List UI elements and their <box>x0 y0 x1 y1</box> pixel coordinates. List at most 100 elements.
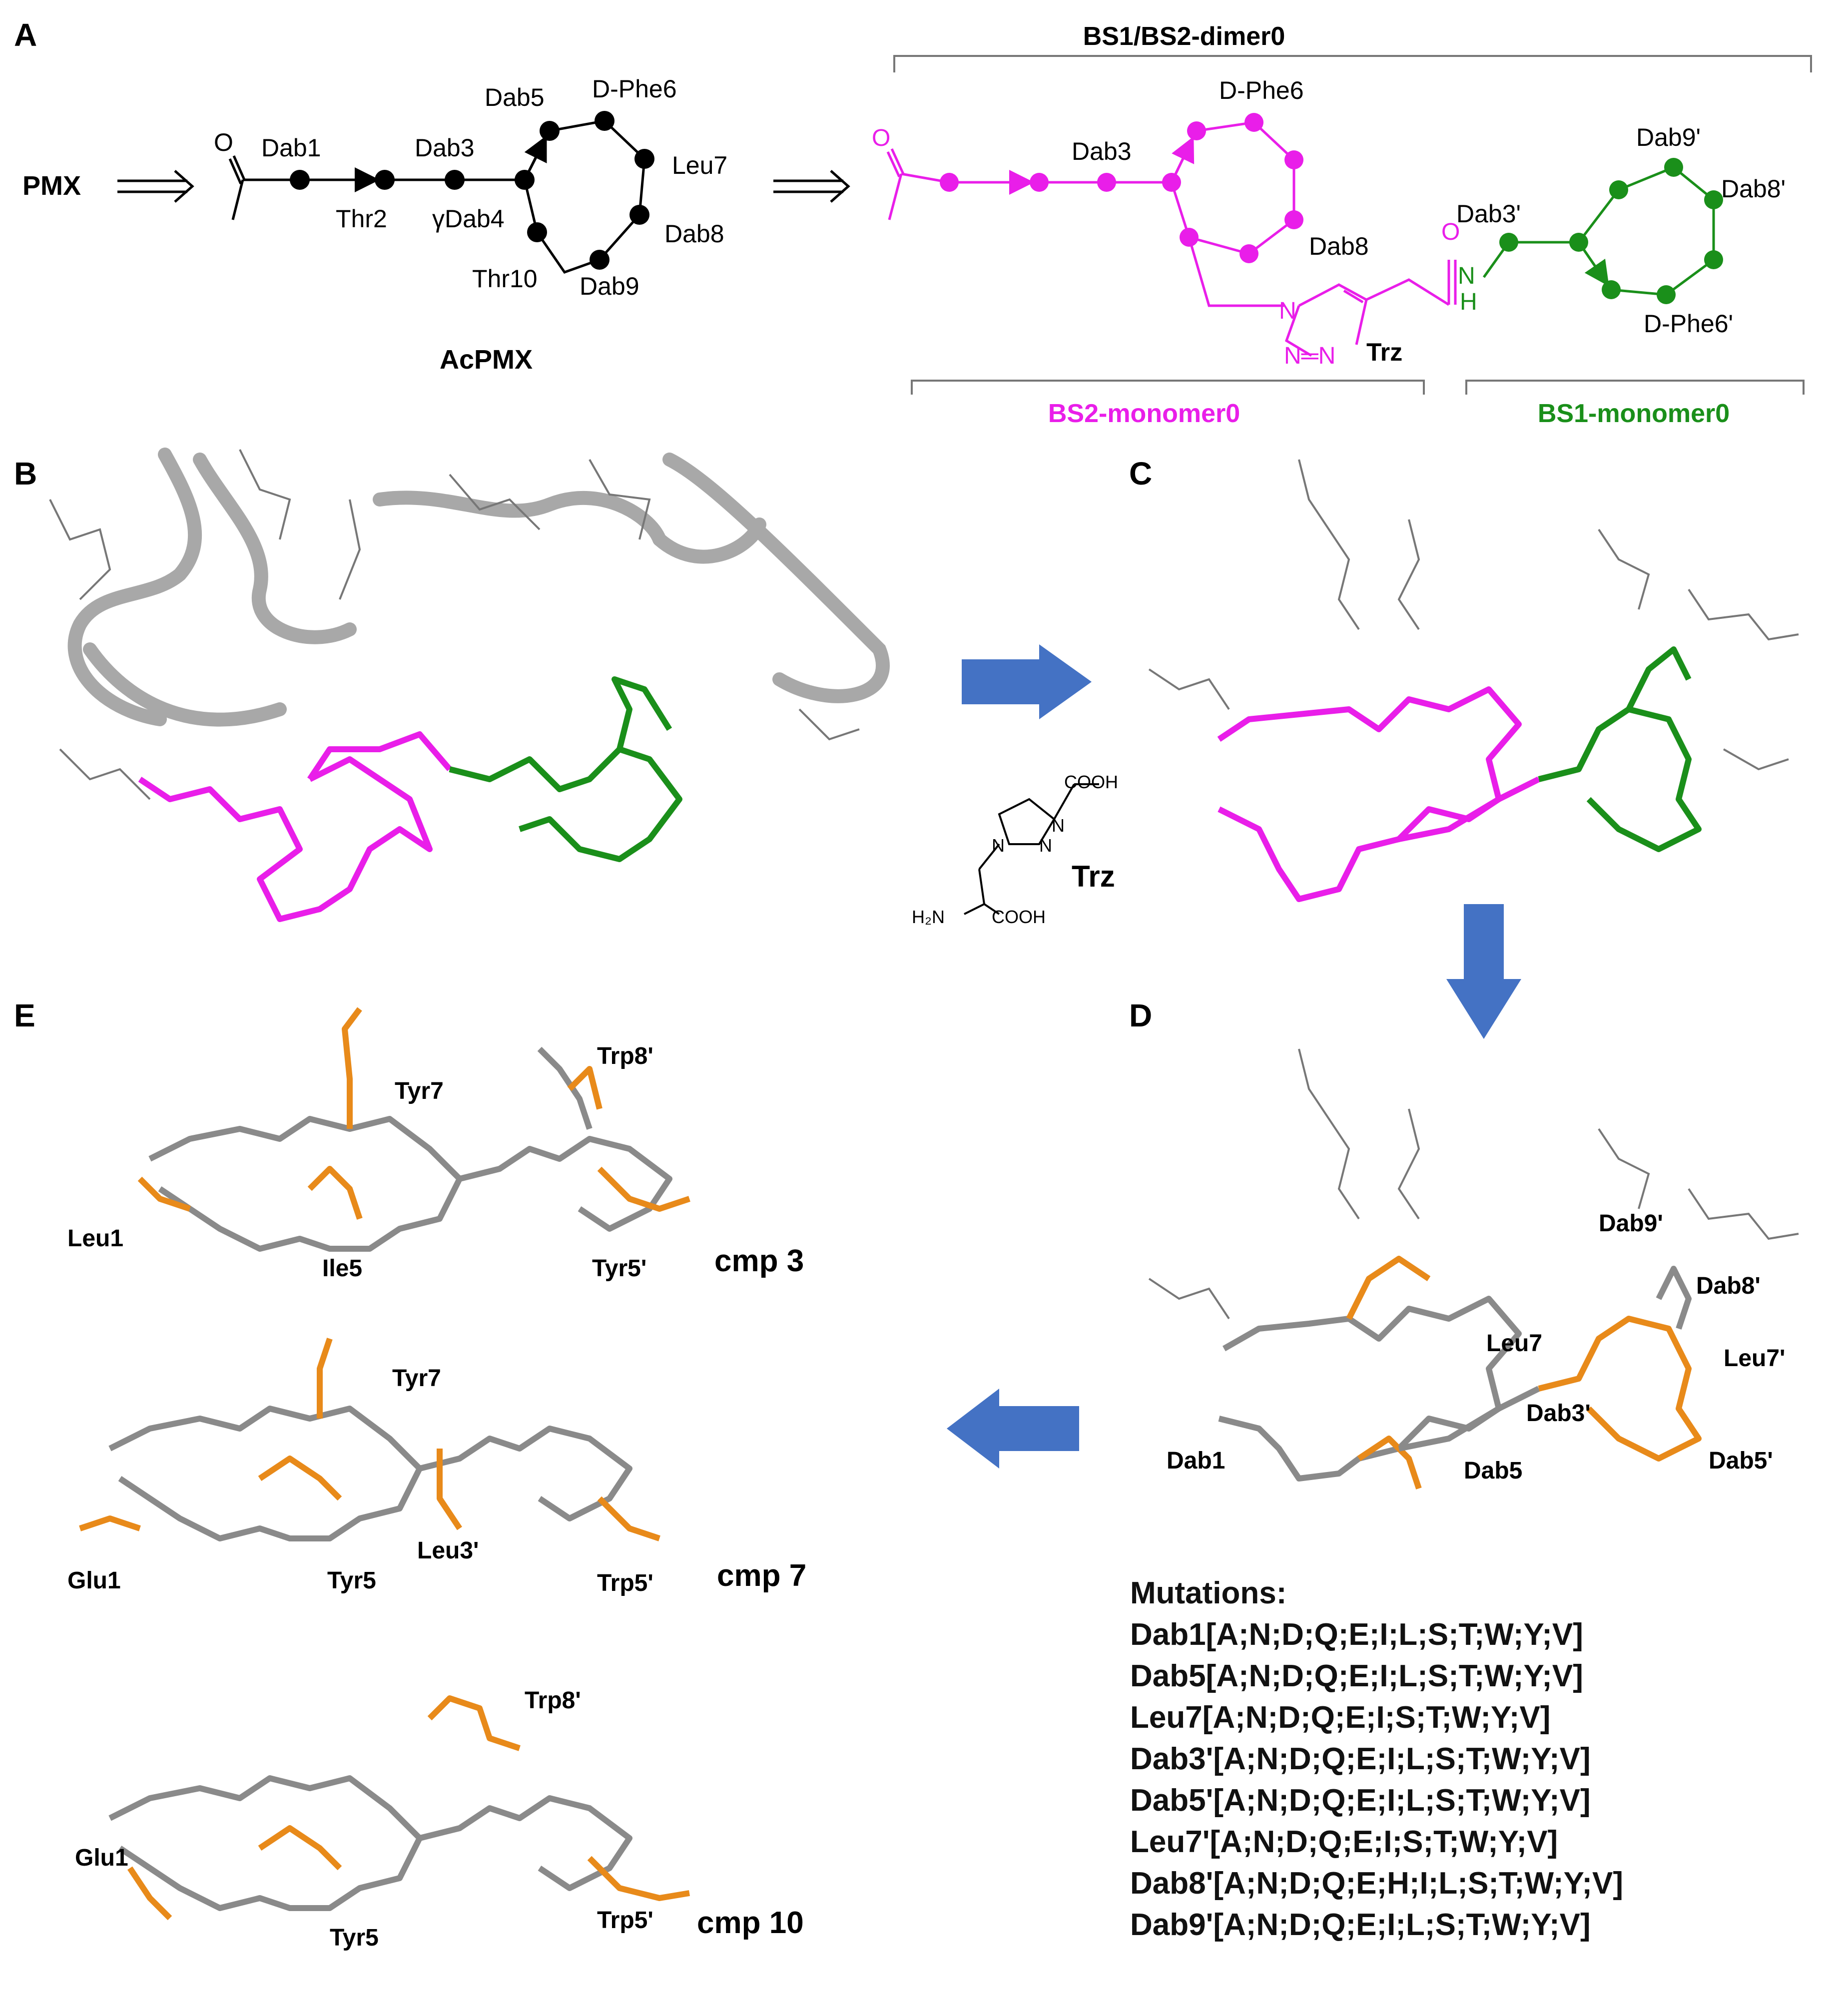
d-label-leu7p: Leu7' <box>1724 1345 1785 1372</box>
cmp7-name: cmp 7 <box>717 1558 806 1593</box>
d-label-dab5: Dab5 <box>1464 1458 1522 1484</box>
dab5-label: Dab5 <box>485 83 545 111</box>
d-label-dab9p: Dab9' <box>1599 1210 1663 1237</box>
amide-o: O <box>1441 219 1460 245</box>
cmp3-trp8p: Trp8' <box>597 1043 653 1069</box>
cmp3-sticks <box>137 1007 690 1252</box>
dphe6-label: D-Phe6 <box>592 75 677 103</box>
trz-cooh-2: COOH <box>992 907 1046 927</box>
amide-h: H <box>1460 289 1477 315</box>
trz-structure-label: Trz <box>1072 860 1115 893</box>
cmp10-trp5p: Trp5' <box>597 1907 653 1934</box>
d-label-dab8p: Dab8' <box>1696 1273 1761 1299</box>
cmp7-leu3p: Leu3' <box>417 1537 479 1564</box>
mutation-line: Leu7'[A;N;D;Q;E;I;S;T;W;Y;V] <box>1130 1825 1558 1859</box>
implies-arrow-2 <box>773 170 850 203</box>
dphe6p-label: D-Phe6' <box>1644 310 1733 338</box>
mutation-line: Dab5'[A;N;D;Q;E;I;L;S;T;W;Y;V] <box>1130 1783 1591 1818</box>
carbonyl-o-label: O <box>214 128 233 156</box>
dab3-right-label: Dab3 <box>1072 137 1132 165</box>
dab3-label: Dab3 <box>415 134 475 162</box>
panel-label-d: D <box>1129 997 1152 1033</box>
d-label-dab1: Dab1 <box>1167 1448 1225 1474</box>
mutations-list: Mutations: Dab1[A;N;D;Q;E;I;L;S;T;W;Y;V]… <box>1130 1572 1623 1946</box>
acpmx-nodes <box>290 111 654 270</box>
cmp3-ile5: Ile5 <box>322 1255 362 1282</box>
cmp10-tyr5: Tyr5 <box>330 1925 379 1951</box>
panel-label-c: C <box>1129 456 1152 492</box>
dimer-bracket <box>893 55 1812 72</box>
panel-label-e: E <box>14 997 35 1033</box>
dab3p-label: Dab3' <box>1456 200 1521 228</box>
protein-ribbon <box>67 448 890 727</box>
mutation-line: Dab3'[A;N;D;Q;E;I;L;S;T;W;Y;V] <box>1130 1742 1591 1776</box>
bs2-nodes <box>940 113 1303 263</box>
d-label-dab3p: Dab3' <box>1526 1400 1591 1427</box>
trz-n-3: N <box>1052 815 1065 836</box>
cmp7-glu1: Glu1 <box>67 1567 121 1594</box>
binding-site-sticks-b <box>138 676 682 922</box>
mutation-line: Dab9'[A;N;D;Q;E;I;L;S;T;W;Y;V] <box>1130 1908 1591 1942</box>
mutation-line: Leu7[A;N;D;Q;E;I;S;T;W;Y;V] <box>1130 1700 1551 1735</box>
mutation-line: Dab5[A;N;D;Q;E;I;L;S;T;W;Y;V] <box>1130 1659 1583 1693</box>
amide-n: N <box>1458 263 1475 289</box>
cmp3-leu1: Leu1 <box>67 1225 123 1252</box>
trz-n-1: N <box>992 835 1005 856</box>
bs2-bracket <box>911 380 1425 395</box>
bs1-nodes <box>1499 158 1723 304</box>
dab9p-label: Dab9' <box>1636 123 1701 151</box>
side-chain-lines-d <box>1148 1048 1799 1320</box>
implies-arrow-1 <box>117 170 194 203</box>
cmp3-tyr7: Tyr7 <box>395 1078 444 1104</box>
trz-label: Trz <box>1366 338 1402 366</box>
dab9-label: Dab9 <box>580 272 639 300</box>
triazole-n1: N <box>1279 298 1296 324</box>
side-chain-lines-b <box>49 449 860 800</box>
side-chain-lines-c <box>1148 459 1799 771</box>
bs1-bracket <box>1465 380 1805 395</box>
cmp7-trp5p: Trp5' <box>597 1570 653 1596</box>
cmp7-sticks <box>79 1338 660 1541</box>
gdab4-label: γDab4 <box>432 205 505 233</box>
flow-arrow-c-to-d <box>1446 904 1521 1039</box>
acetyl-o: O <box>872 125 890 151</box>
dimer-title: BS1/BS2-dimer0 <box>1083 22 1285 51</box>
trz-structure <box>964 783 1099 915</box>
triazole-ring <box>1284 260 1457 357</box>
trz-n-2: N <box>1039 835 1052 856</box>
cmp10-trp8p: Trp8' <box>525 1687 581 1714</box>
flow-arrow-d-to-e <box>947 1389 1079 1469</box>
mutation-line: Dab8'[A;N;D;Q;E;H;I;L;S;T;W;Y;V] <box>1130 1866 1624 1901</box>
bs1-label: BS1-monomer0 <box>1538 399 1730 428</box>
acpmx-label: AcPMX <box>440 345 533 375</box>
binding-site-sticks-d <box>1218 1256 1702 1490</box>
cmp10-glu1: Glu1 <box>75 1845 128 1871</box>
cmp7-tyr7: Tyr7 <box>392 1365 441 1392</box>
triazole-n2: N═N <box>1284 343 1335 369</box>
leu7-label: Leu7 <box>672 151 727 179</box>
cmp10-sticks <box>108 1695 690 1921</box>
dab8-label: Dab8 <box>664 220 724 248</box>
dphe6-right-label: D-Phe6 <box>1219 76 1304 104</box>
panel-label-a: A <box>14 17 37 53</box>
d-label-leu7: Leu7 <box>1486 1330 1542 1357</box>
trz-h2n: H₂N <box>912 907 945 927</box>
d-label-dab5p: Dab5' <box>1709 1448 1773 1474</box>
dab8-right-label: Dab8 <box>1309 232 1369 260</box>
pmx-label: PMX <box>22 171 81 201</box>
mutation-line: Dab1[A;N;D;Q;E;I;L;S;T;W;Y;V] <box>1130 1617 1583 1652</box>
flow-arrow-b-to-c <box>962 644 1092 719</box>
binding-site-sticks-c <box>1217 646 1702 902</box>
thr2-label: Thr2 <box>336 205 387 233</box>
dab8p-label: Dab8' <box>1721 175 1786 203</box>
cmp10-name: cmp 10 <box>697 1906 804 1940</box>
thr10-label: Thr10 <box>472 265 538 293</box>
panel-label-b: B <box>14 456 37 492</box>
cmp3-tyr5p: Tyr5' <box>592 1255 646 1282</box>
bs2-label: BS2-monomer0 <box>1048 399 1240 428</box>
cmp3-name: cmp 3 <box>714 1244 804 1278</box>
dab1-label: Dab1 <box>261 134 321 162</box>
cmp7-tyr5: Tyr5 <box>327 1567 376 1594</box>
bs1-structure <box>1482 166 1715 296</box>
